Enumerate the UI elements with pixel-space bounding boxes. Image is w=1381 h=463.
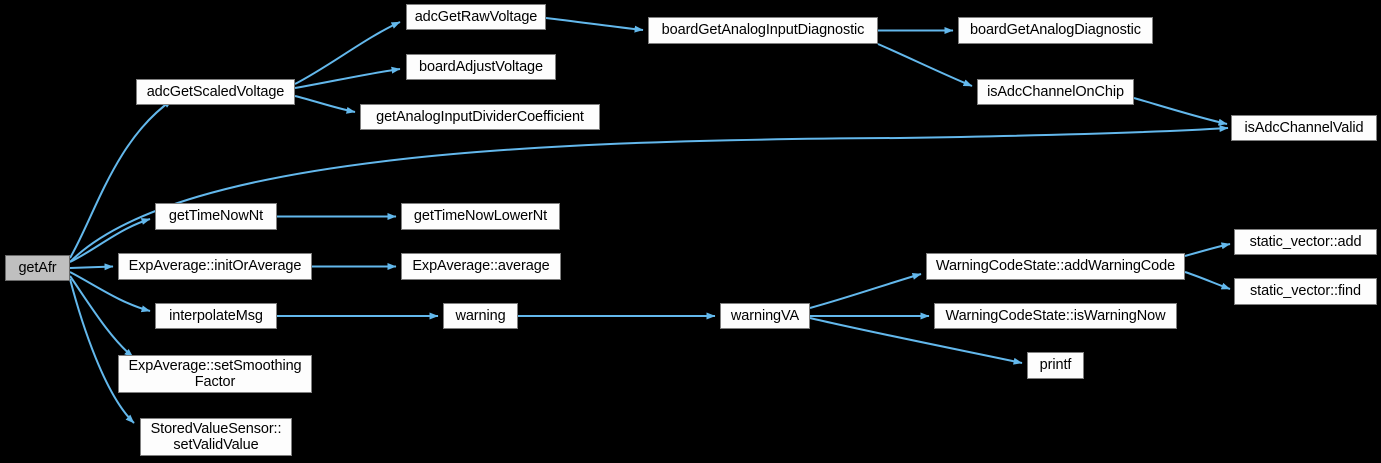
graph-node-label: boardAdjustVoltage (419, 58, 543, 75)
graph-edge (1184, 242, 1231, 257)
graph-edge (1133, 97, 1228, 126)
graph-node-expaverage-initoraverage[interactable]: ExpAverage::initOrAverage (118, 253, 312, 280)
graph-node-label: warningVA (730, 307, 800, 324)
graph-edge (877, 43, 973, 87)
graph-node-warning[interactable]: warning (443, 303, 518, 329)
graph-node-isadcchannelvalid[interactable]: isAdcChannelValid (1231, 115, 1377, 141)
graph-node-warningcodestate-iswarningnow[interactable]: WarningCodeState::isWarningNow (934, 303, 1177, 329)
graph-node-label: printf (1039, 357, 1072, 374)
graph-node-label: ExpAverage::initOrAverage (128, 258, 302, 275)
graph-node-expaverage-average[interactable]: ExpAverage::average (401, 253, 561, 280)
graph-edge (69, 125, 1229, 263)
graph-node-label: interpolateMsg (169, 307, 263, 324)
graph-node-label: isAdcChannelOnChip (987, 83, 1124, 100)
graph-node-label: adcGetRawVoltage (414, 8, 538, 25)
graph-edge (294, 95, 356, 114)
graph-node-expaverage-setsmoothingfactor[interactable]: ExpAverage::setSmoothing Factor (118, 355, 312, 393)
graph-node-label: static_vector::find (1250, 283, 1361, 300)
graph-node-storedvaluesensor-setvalidvalue[interactable]: StoredValueSensor:: setValidValue (140, 418, 292, 456)
graph-node-label: boardGetAnalogDiagnostic (970, 22, 1141, 39)
graph-edge (69, 275, 134, 358)
graph-node-label: static_vector::add (1249, 233, 1362, 250)
graph-node-getanaloginputdividercoefficient[interactable]: getAnalogInputDividerCoefficient (360, 104, 600, 130)
graph-node-boardgetanalogdiagnostic[interactable]: boardGetAnalogDiagnostic (958, 17, 1153, 44)
graph-node-label: isAdcChannelValid (1244, 119, 1364, 136)
graph-node-label: getTimeNowNt (168, 208, 264, 225)
graph-node-label: getAnalogInputDividerCoefficient (376, 108, 584, 125)
graph-node-adcgetrawvoltage[interactable]: adcGetRawVoltage (406, 4, 546, 30)
graph-edge (69, 99, 173, 259)
graph-node-label: warning (455, 307, 506, 324)
graph-node-boardgetanaloginputdiagnostic[interactable]: boardGetAnalogInputDiagnostic (648, 17, 878, 44)
graph-node-boardadjustvoltage[interactable]: boardAdjustVoltage (406, 54, 556, 80)
graph-edge (1184, 271, 1231, 290)
graph-node-printf[interactable]: printf (1027, 352, 1084, 379)
graph-node-interpolatemsg[interactable]: interpolateMsg (155, 303, 277, 329)
graph-node-label: ExpAverage::setSmoothing Factor (128, 357, 302, 390)
graph-edge (809, 273, 922, 309)
graph-edge (294, 66, 401, 89)
graph-edge (69, 263, 114, 271)
graph-node-getafr[interactable]: getAfr (5, 255, 70, 281)
graph-node-label: StoredValueSensor:: setValidValue (150, 420, 282, 453)
graph-node-warningcodestate-addwarningcode[interactable]: WarningCodeState::addWarningCode (926, 253, 1185, 280)
graph-node-adcgetscaledvoltage[interactable]: adcGetScaledVoltage (136, 79, 295, 105)
graph-edge (69, 278, 135, 424)
graph-node-label: ExpAverage::average (412, 258, 550, 275)
graph-edge (545, 17, 644, 33)
graph-node-gettimenowlowernt[interactable]: getTimeNowLowerNt (401, 203, 560, 230)
graph-node-warningva[interactable]: warningVA (720, 303, 810, 329)
graph-node-static-vector-find[interactable]: static_vector::find (1234, 278, 1377, 305)
graph-node-static-vector-add[interactable]: static_vector::add (1234, 229, 1377, 255)
graph-node-label: adcGetScaledVoltage (146, 83, 285, 100)
graph-node-label: WarningCodeState::isWarningNow (945, 307, 1166, 324)
graph-edge (294, 21, 401, 85)
graph-node-label: getAfr (18, 259, 57, 276)
graph-node-gettimenownt[interactable]: getTimeNowNt (155, 203, 277, 230)
graph-node-label: WarningCodeState::addWarningCode (935, 258, 1176, 275)
graph-node-label: getTimeNowLowerNt (413, 208, 548, 225)
graph-node-label: boardGetAnalogInputDiagnostic (661, 22, 865, 39)
graph-node-isadcchannelonchip[interactable]: isAdcChannelOnChip (977, 79, 1134, 105)
